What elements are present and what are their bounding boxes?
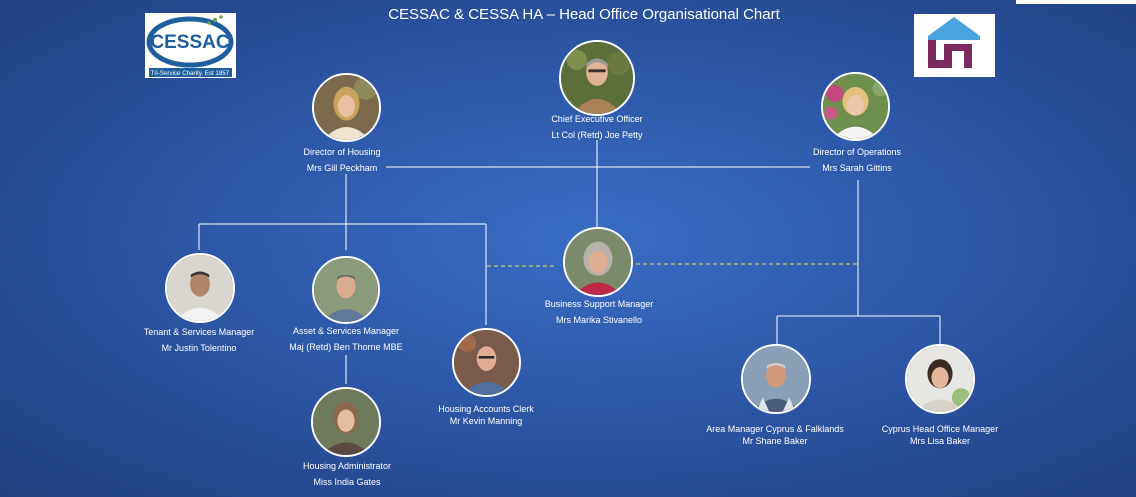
asset-services-photo: [312, 256, 380, 324]
cyprus-office-role: Cyprus Head Office Manager: [881, 424, 999, 434]
accounts-clerk-name: Mr Kevin Manning: [449, 416, 523, 426]
cyprus-office-name: Mrs Lisa Baker: [909, 436, 971, 446]
housing-admin-name: Miss India Gates: [313, 477, 381, 487]
housing-director-photo: [312, 73, 381, 142]
ceo-photo: [559, 40, 635, 116]
ceo-name: Lt Col (Retd) Joe Petty: [551, 130, 643, 140]
asset-services-name: Maj (Retd) Ben Thorne MBE: [289, 342, 403, 352]
business-support-name: Mrs Marika Stivanello: [555, 315, 643, 325]
cyprus-office-photo: [905, 344, 975, 414]
operations-director-name: Mrs Sarah Gittins: [822, 163, 892, 173]
accounts-clerk-role: Housing Accounts Clerk: [438, 404, 534, 414]
operations-director-photo: [821, 72, 890, 141]
housing-admin-role: Housing Administrator: [302, 461, 392, 471]
area-manager-photo: [741, 344, 811, 414]
accounts-clerk-photo: [452, 328, 521, 397]
housing-admin-photo: [311, 387, 381, 457]
tenant-services-photo: [165, 253, 235, 323]
asset-services-role: Asset & Services Manager: [292, 326, 400, 336]
chart-title: CESSAC & CESSA HA – Head Office Organisa…: [388, 6, 780, 23]
business-support-role: Business Support Manager: [544, 299, 654, 309]
ceo-role: Chief Executive Officer: [551, 114, 643, 124]
tenant-services-name: Mr Justin Tolentino: [161, 343, 237, 353]
cessac-tagline: Tri-Service Charity. Est 1857: [151, 70, 230, 77]
cessac-logo: CESSAC Tri-Service Charity. Est 1857: [145, 13, 236, 78]
area-manager-name: Mr Shane Baker: [742, 436, 808, 446]
housing-director-role: Director of Housing: [303, 147, 381, 157]
corner-bar: [1016, 0, 1136, 4]
cessac-wordmark: CESSAC: [150, 32, 229, 53]
operations-director-role: Director of Operations: [812, 147, 902, 157]
area-manager-role: Area Manager Cyprus & Falklands: [706, 424, 844, 434]
business-support-photo: [563, 227, 633, 297]
tenant-services-role: Tenant & Services Manager: [143, 327, 255, 337]
housing-director-name: Mrs Gill Peckham: [306, 163, 378, 173]
house-logo-icon: [914, 14, 995, 77]
